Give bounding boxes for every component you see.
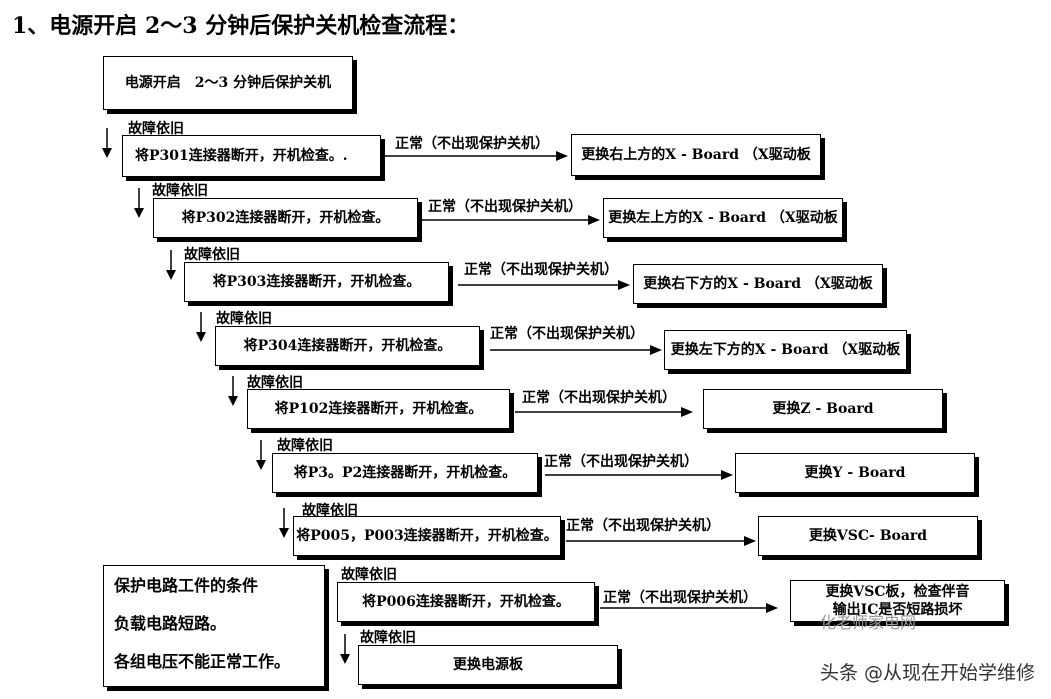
fault-label-4: 故障依旧 bbox=[216, 311, 272, 327]
result-box-1: 更换右上方的X - Board （X驱动板 bbox=[571, 134, 821, 176]
down-arrow-6 bbox=[256, 440, 266, 470]
start-box-text: 电源开启 2～3 分钟后保护关机 bbox=[124, 74, 332, 91]
result-text-3: 更换右下方的X - Board （X驱动板 bbox=[643, 275, 873, 292]
result-box-5: 更换Z - Board bbox=[703, 389, 943, 429]
right-arrow-7 bbox=[566, 536, 756, 546]
right-arrow-3 bbox=[458, 280, 630, 290]
normal-label-8: 正常（不出现保护关机） bbox=[603, 590, 757, 606]
result-box-2: 更换左上方的X - Board （X驱动板 bbox=[603, 198, 843, 238]
right-arrow-8 bbox=[600, 603, 778, 613]
normal-label-5: 正常（不出现保护关机） bbox=[522, 390, 676, 406]
page-heading: 1、电源开启 2～3 分钟后保护关机检查流程： bbox=[12, 13, 470, 39]
note-line-1: 保护电路工件的条件 bbox=[114, 576, 259, 595]
check-box-7: 将P005，P003连接器断开，开机检查。 bbox=[293, 516, 561, 556]
down-arrow-2 bbox=[134, 188, 144, 218]
normal-label-3: 正常（不出现保护关机） bbox=[464, 262, 618, 278]
check-box-5: 将P102连接器断开，开机检查。 bbox=[247, 389, 510, 429]
result-text-8-line2: 输出IC是否短路损坏 bbox=[832, 602, 963, 618]
result-box-4: 更换左下方的X - Board （X驱动板 bbox=[664, 330, 907, 370]
right-arrow-2 bbox=[420, 215, 600, 225]
result-box-6: 更换Y - Board bbox=[735, 453, 975, 493]
watermark-text: 头条 @从现在开始学维修 bbox=[819, 662, 1035, 684]
fault-label-5: 故障依旧 bbox=[247, 375, 303, 391]
fault-label-3: 故障依旧 bbox=[184, 247, 240, 263]
note-line-3: 各组电压不能正常工作。 bbox=[114, 652, 291, 671]
result-text-1: 更换右上方的X - Board （X驱动板 bbox=[581, 146, 811, 163]
check-box-2: 将P302连接器断开，开机检查。 bbox=[153, 198, 418, 238]
fault-label-8: 故障依旧 bbox=[341, 567, 397, 583]
protection-conditions-note: 保护电路工件的条件 负载电路短路。 各组电压不能正常工作。 bbox=[103, 565, 325, 687]
final-box-text: 更换电源板 bbox=[453, 656, 523, 673]
result-text-7: 更换VSC- Board bbox=[808, 527, 928, 544]
right-arrow-1 bbox=[384, 151, 568, 161]
result-text-2: 更换左上方的X - Board （X驱动板 bbox=[608, 209, 838, 226]
watermark-logo: 化老师家电网 bbox=[820, 613, 917, 632]
check-text-2: 将P302连接器断开，开机检查。 bbox=[181, 209, 390, 226]
down-arrow-1 bbox=[102, 128, 112, 158]
down-arrow-5 bbox=[228, 376, 238, 406]
final-box: 更换电源板 bbox=[358, 645, 618, 685]
fault-label-7: 故障依旧 bbox=[302, 503, 358, 519]
result-box-3: 更换右下方的X - Board （X驱动板 bbox=[633, 264, 883, 304]
normal-label-2: 正常（不出现保护关机） bbox=[428, 199, 582, 215]
result-text-8-line1: 更换VSC板，检查伴音 bbox=[825, 583, 970, 600]
check-text-6: 将P3。P2连接器断开，开机检查。 bbox=[293, 464, 517, 481]
result-text-4: 更换左下方的X - Board （X驱动板 bbox=[670, 341, 901, 358]
fault-label-final: 故障依旧 bbox=[360, 630, 416, 646]
normal-label-4: 正常（不出现保护关机） bbox=[490, 326, 644, 342]
fault-label-6: 故障依旧 bbox=[277, 438, 333, 454]
check-box-4: 将P304连接器断开，开机检查。 bbox=[215, 326, 480, 366]
check-text-1: 将P301连接器断开，开机检查。. bbox=[135, 147, 348, 164]
check-box-6: 将P3。P2连接器断开，开机检查。 bbox=[272, 453, 538, 493]
right-arrow-4 bbox=[490, 345, 662, 355]
result-box-7: 更换VSC- Board bbox=[758, 516, 978, 556]
check-text-4: 将P304连接器断开，开机检查。 bbox=[243, 337, 452, 354]
note-line-2: 负载电路短路。 bbox=[114, 614, 227, 633]
down-arrow-7 bbox=[279, 508, 289, 538]
result-text-6: 更换Y - Board bbox=[804, 464, 906, 481]
fault-label-1: 故障依旧 bbox=[128, 121, 184, 137]
right-arrow-5 bbox=[515, 407, 693, 417]
result-box-8: 更换VSC板，检查伴音 输出IC是否短路损坏 bbox=[790, 580, 1005, 622]
check-box-8: 将P006连接器断开，开机检查。 bbox=[337, 582, 595, 622]
normal-label-6: 正常（不出现保护关机） bbox=[544, 454, 698, 470]
check-box-1: 将P301连接器断开，开机检查。. bbox=[122, 135, 381, 177]
check-box-3: 将P303连接器断开，开机检查。 bbox=[184, 262, 449, 302]
check-text-3: 将P303连接器断开，开机检查。 bbox=[212, 273, 421, 290]
check-text-8: 将P006连接器断开，开机检查。 bbox=[362, 593, 570, 610]
down-arrow-3 bbox=[166, 250, 176, 280]
fault-label-2: 故障依旧 bbox=[152, 183, 208, 199]
right-arrow-6 bbox=[545, 470, 733, 480]
down-arrow-4 bbox=[196, 312, 206, 342]
check-text-7: 将P005，P003连接器断开，开机检查。 bbox=[296, 527, 558, 544]
result-text-5: 更换Z - Board bbox=[772, 400, 874, 417]
normal-label-1: 正常（不出现保护关机） bbox=[395, 136, 549, 152]
check-text-5: 将P102连接器断开，开机检查。 bbox=[274, 400, 483, 417]
down-arrow-final bbox=[340, 634, 350, 664]
normal-label-7: 正常（不出现保护关机） bbox=[566, 518, 720, 534]
start-box: 电源开启 2～3 分钟后保护关机 bbox=[103, 56, 353, 110]
